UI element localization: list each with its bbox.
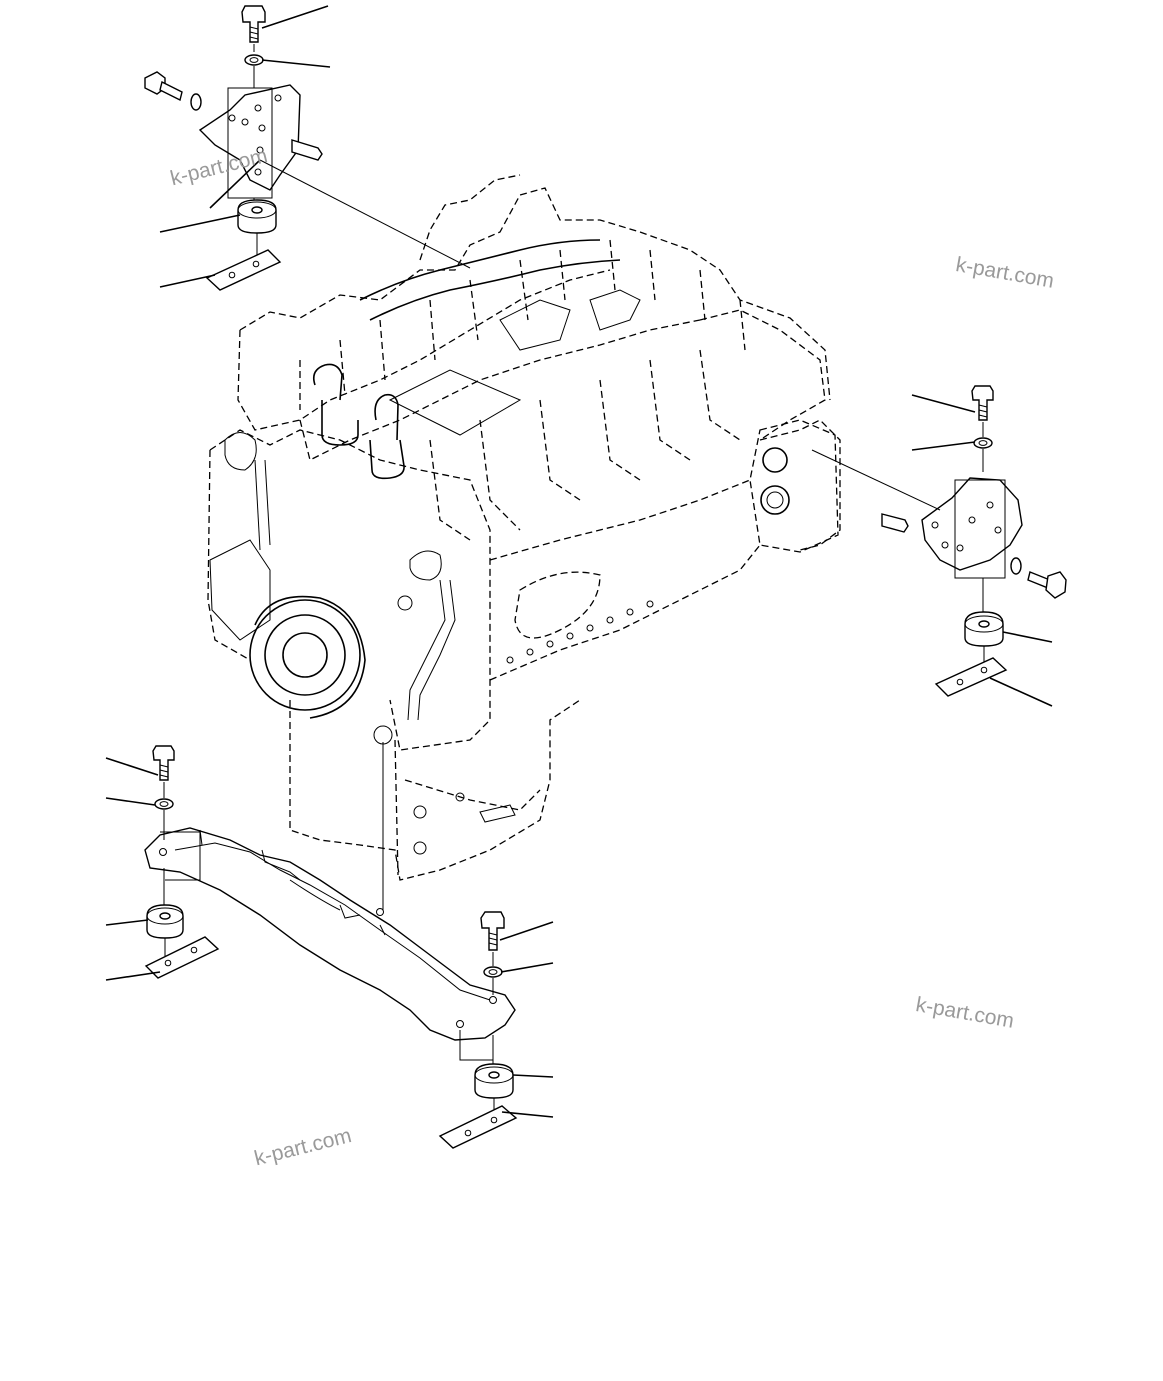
mount-bracket <box>921 477 1023 571</box>
engine-block <box>207 174 841 881</box>
leader-line <box>911 441 976 451</box>
leader-line <box>209 159 261 209</box>
leader-line <box>1002 631 1053 643</box>
bolt <box>152 745 175 781</box>
leader-line <box>512 1074 554 1078</box>
pin <box>291 139 323 161</box>
pin <box>881 513 909 533</box>
shim-plate <box>144 936 220 979</box>
leader-line <box>500 962 554 973</box>
shim-plate <box>934 657 1008 697</box>
rubber-mount <box>964 611 1004 647</box>
mount-bracket <box>198 84 301 191</box>
leader-line <box>501 1111 554 1118</box>
leader-line <box>261 59 331 68</box>
rubber-mount <box>237 199 277 234</box>
shim-plate <box>438 1105 518 1149</box>
leader-line <box>105 757 159 776</box>
bolt <box>241 5 266 43</box>
washer <box>483 966 503 978</box>
callout-leaders <box>105 5 1053 1118</box>
leader-line <box>911 394 976 413</box>
leader-line <box>499 921 554 941</box>
washer <box>244 54 264 66</box>
front-support-beam <box>144 742 516 1041</box>
washer <box>154 798 174 810</box>
leader-line <box>105 919 149 926</box>
leader-line <box>105 797 156 806</box>
rubber-mount <box>146 904 184 939</box>
leader-line <box>159 214 241 233</box>
leader-line <box>159 274 216 288</box>
rubber-mount <box>474 1063 514 1099</box>
leader-line <box>989 677 1053 707</box>
shim-plate <box>205 249 282 291</box>
rear-left-mount <box>144 5 471 291</box>
bolt <box>480 911 505 951</box>
front-right-mount <box>438 911 518 1149</box>
front-left-mount <box>144 745 220 979</box>
leader-line <box>105 971 161 981</box>
bolt <box>971 385 994 421</box>
washer <box>973 437 993 449</box>
rear-right-mount <box>811 385 1067 697</box>
leader-line <box>261 5 329 29</box>
